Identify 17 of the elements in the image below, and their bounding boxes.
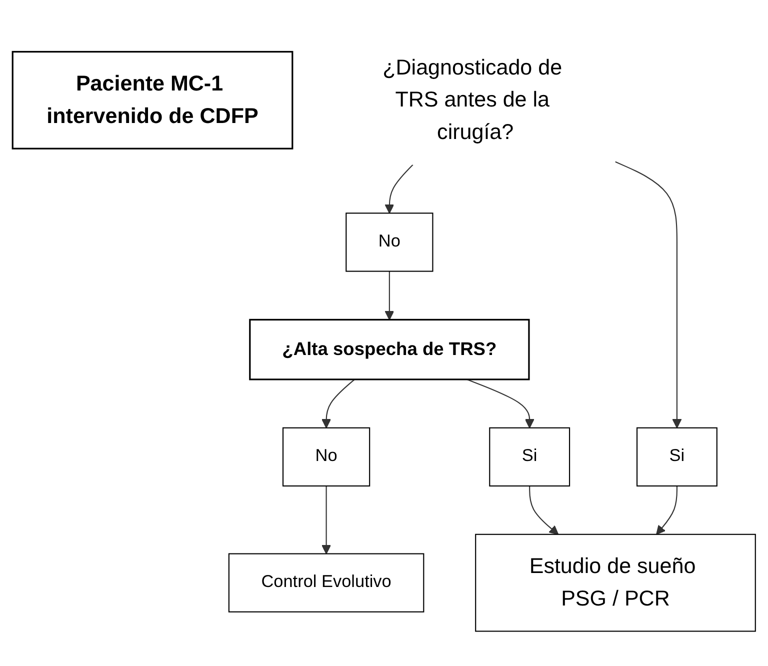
arrow — [384, 270, 394, 320]
arrow — [615, 160, 682, 428]
node-box: Si — [636, 426, 718, 486]
arrow — [656, 486, 678, 534]
node-box: No — [346, 212, 434, 272]
node-box: ¿Alta sospecha de TRS? — [249, 318, 530, 380]
node-box: Paciente MC-1 intervenido de CDFP — [12, 50, 294, 149]
node-box: Estudio de sueño PSG / PCR — [475, 533, 756, 632]
node-box: No — [282, 426, 370, 486]
arrow — [466, 378, 534, 428]
arrow — [322, 486, 332, 554]
node-text: ¿Diagnosticado de TRS antes de la cirugía? — [382, 56, 562, 144]
node-box: Control Evolutivo — [228, 552, 424, 612]
node-box: Si — [489, 426, 570, 486]
arrow — [322, 378, 355, 428]
arrow — [384, 164, 414, 214]
arrow — [529, 486, 559, 534]
